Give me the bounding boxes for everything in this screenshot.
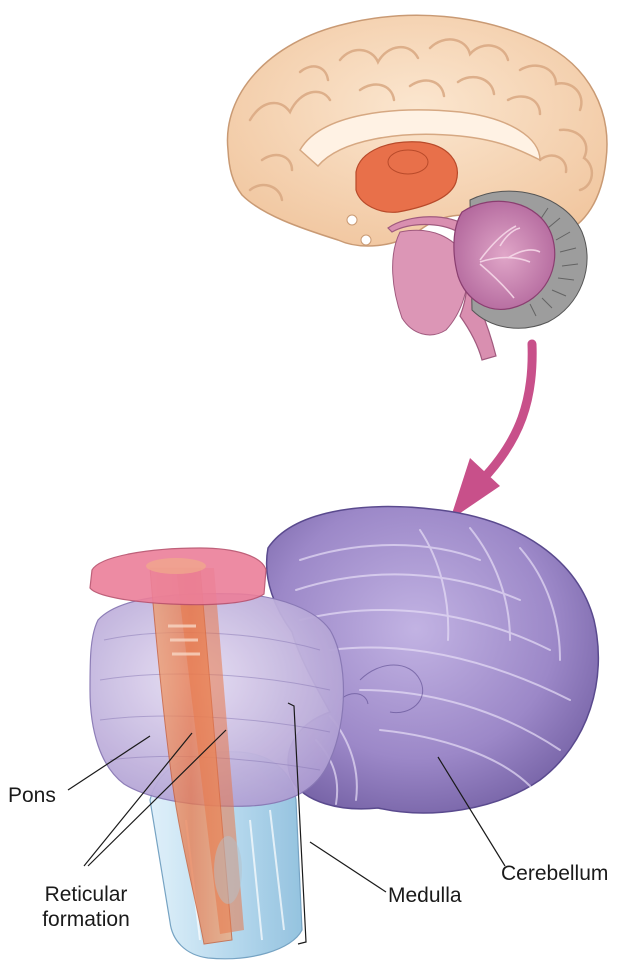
cut-surface — [90, 548, 266, 605]
zoom-arrow — [450, 344, 532, 520]
sagittal-brain — [227, 15, 606, 360]
reticular-label-line1: Reticular — [34, 882, 138, 907]
reticular-label-line2: formation — [34, 907, 138, 932]
cerebellum-label: Cerebellum — [501, 861, 608, 886]
medulla-label: Medulla — [388, 883, 462, 908]
pons-label: Pons — [8, 783, 56, 808]
reticular-formation-label: Reticular formation — [34, 882, 138, 932]
